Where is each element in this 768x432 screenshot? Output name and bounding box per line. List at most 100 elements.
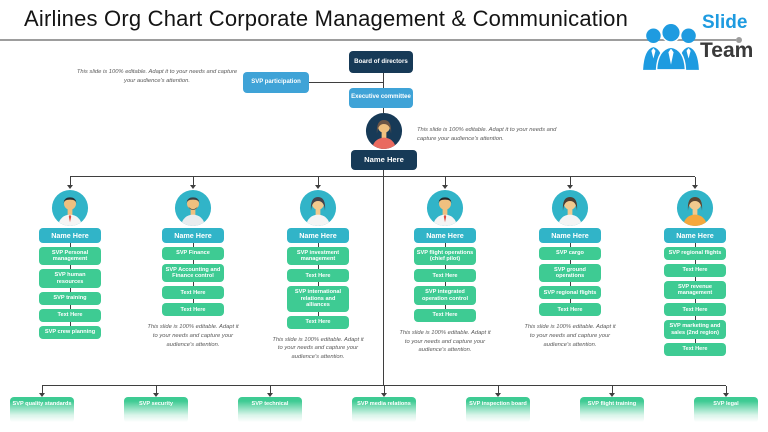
- bottom-role-box: SVP media relations: [352, 397, 416, 423]
- role-box: SVP regional flights: [539, 286, 601, 300]
- connector: [694, 243, 696, 247]
- org-column-4: Name Here SVP flight operations (chief p…: [399, 189, 491, 355]
- connector: [569, 299, 571, 304]
- connector-participation: [309, 82, 384, 83]
- role-box: SVP integrated operation control: [414, 286, 476, 305]
- connector-center-spine: [383, 170, 384, 385]
- org-column-3: Name Here SVP investment management Text…: [272, 189, 364, 362]
- bottom-role-box: SVP technical: [238, 397, 302, 423]
- arrow-down: [609, 386, 615, 397]
- slide-title: Airlines Org Chart Corporate Management …: [24, 6, 629, 31]
- role-box: Text Here: [539, 303, 601, 317]
- connector-bottom-distribution: [42, 385, 726, 386]
- editable-note: This slide is 100% editable. Adapt it to…: [524, 324, 616, 348]
- slideteam-logo[interactable]: Slide Team: [640, 10, 766, 72]
- arrow-down: [153, 386, 159, 397]
- org-column-2: Name Here SVP Finance SVP Accounting and…: [147, 189, 239, 349]
- connector: [69, 304, 71, 309]
- connector: [694, 260, 696, 264]
- connector: [317, 243, 319, 247]
- manager-name-box: Name Here: [287, 228, 349, 243]
- role-box: SVP marketing and sales (2nd region): [664, 320, 726, 339]
- connector: [317, 282, 319, 287]
- role-box: Text Here: [162, 286, 224, 300]
- connector: [317, 265, 319, 270]
- role-box: SVP flight operations (chief pilot): [414, 247, 476, 266]
- role-box: Text Here: [664, 342, 726, 356]
- role-box: SVP cargo: [539, 247, 601, 260]
- role-box: Text Here: [162, 303, 224, 317]
- arrow-down: [67, 177, 73, 189]
- bottom-role-box: SVP security: [124, 397, 188, 423]
- role-box: SVP investment management: [287, 247, 349, 266]
- manager-avatar: [426, 189, 464, 227]
- arrow-down: [190, 177, 196, 189]
- role-box: SVP Accounting and Finance control: [162, 264, 224, 283]
- connector: [192, 260, 194, 264]
- connector: [444, 243, 446, 247]
- connector: [317, 311, 319, 316]
- slideteam-people-icon: [643, 22, 699, 70]
- arrow-down: [381, 386, 387, 397]
- role-box: SVP regional flights: [664, 247, 726, 260]
- role-box: SVP human resources: [39, 269, 101, 288]
- title-divider: [0, 39, 736, 41]
- org-column-6: Name Here SVP regional flights Text Here…: [663, 189, 727, 356]
- connector: [694, 338, 696, 343]
- role-box: Text Here: [414, 269, 476, 283]
- connector: [569, 243, 571, 247]
- role-box: SVP training: [39, 291, 101, 305]
- role-box: Text Here: [287, 269, 349, 283]
- role-box: SVP international relations and alliance…: [287, 286, 349, 312]
- board-of-directors-box: Board of directors: [349, 51, 413, 73]
- manager-name-box: Name Here: [414, 228, 476, 243]
- connector-board-executive: [383, 72, 384, 88]
- connector: [694, 316, 696, 321]
- connector: [569, 260, 571, 264]
- role-box: SVP ground operations: [539, 264, 601, 283]
- svp-participation-box: SVP participation: [243, 72, 309, 93]
- editable-note-top-left: This slide is 100% editable. Adapt it to…: [76, 69, 238, 84]
- arrow-down: [692, 177, 698, 189]
- manager-avatar: [299, 189, 337, 227]
- bottom-role-box: SVP legal: [694, 397, 758, 423]
- arrow-down: [315, 177, 321, 189]
- bottom-role-box: SVP flight training: [580, 397, 644, 423]
- role-box: Text Here: [287, 315, 349, 329]
- role-box: Text Here: [39, 308, 101, 322]
- connector: [69, 243, 71, 247]
- bottom-role-box: SVP inspection board: [466, 397, 530, 423]
- connector-executive-ceo: [383, 107, 384, 113]
- connector: [69, 265, 71, 270]
- arrow-down: [442, 177, 448, 189]
- role-box: SVP Finance: [162, 247, 224, 260]
- logo-text-slide: Slide: [702, 12, 748, 33]
- editable-note: This slide is 100% editable. Adapt it to…: [147, 324, 239, 348]
- connector: [192, 243, 194, 247]
- bottom-role-box: SVP quality standards: [10, 397, 74, 423]
- manager-avatar: [174, 189, 212, 227]
- ceo-avatar: [365, 112, 403, 150]
- org-column-1: Name Here SVP Personal management SVP hu…: [38, 189, 102, 339]
- manager-avatar: [551, 189, 589, 227]
- connector: [444, 304, 446, 309]
- role-box: SVP Personal management: [39, 247, 101, 266]
- editable-note: This slide is 100% editable. Adapt it to…: [272, 336, 364, 360]
- role-box: SVP crew planning: [39, 325, 101, 339]
- editable-note: This slide is 100% editable. Adapt it to…: [399, 329, 491, 354]
- manager-name-box: Name Here: [39, 228, 101, 243]
- connector: [444, 265, 446, 270]
- connector: [444, 282, 446, 287]
- manager-name-box: Name Here: [162, 228, 224, 243]
- role-box: Text Here: [664, 303, 726, 317]
- org-column-5: Name Here SVP cargo SVP ground operation…: [524, 189, 616, 349]
- connector: [694, 299, 696, 304]
- manager-name-box: Name Here: [664, 228, 726, 243]
- connector: [69, 287, 71, 292]
- connector: [694, 277, 696, 281]
- logo-text-team: Team: [700, 39, 754, 62]
- connector: [192, 299, 194, 304]
- role-box: SVP revenue management: [664, 281, 726, 300]
- editable-note-center-right: This slide is 100% editable. Adapt it to…: [417, 127, 557, 142]
